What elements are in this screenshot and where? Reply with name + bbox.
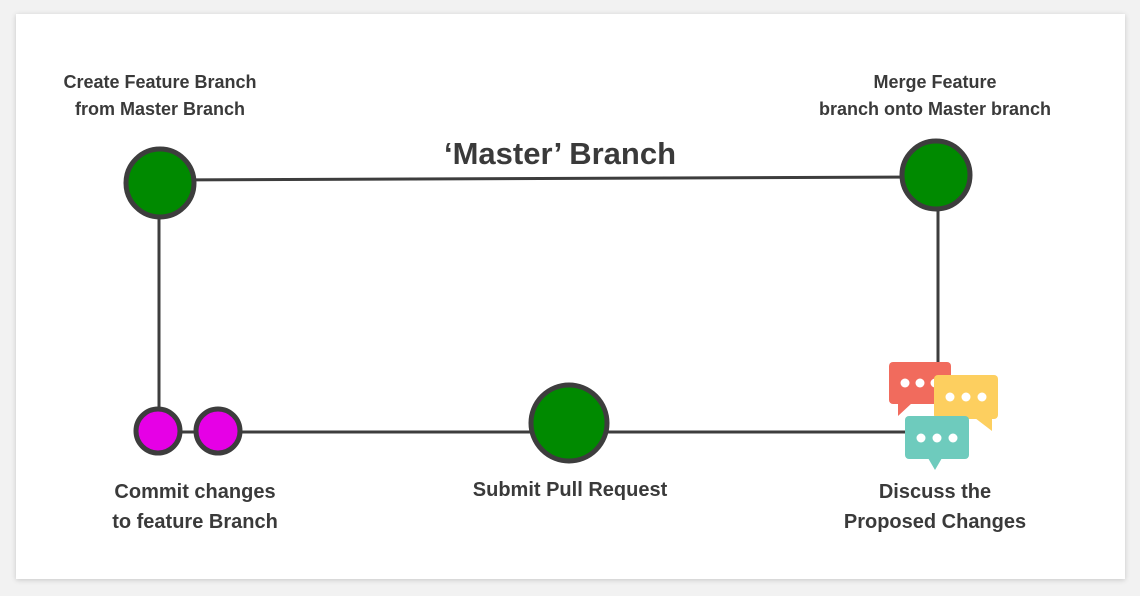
master-branch-title: ‘Master’ Branch [443, 136, 676, 171]
submit-label: Submit Pull Request [430, 475, 710, 505]
commit-node-1 [133, 406, 183, 456]
chat-bubbles-icon [889, 362, 998, 470]
chat-bubble-yellow-icon [934, 375, 998, 431]
discuss-label: Discuss the Proposed Changes [815, 477, 1055, 537]
create-branch-label-line-1: Create Feature Branch [63, 72, 257, 92]
commit-node-2 [193, 406, 243, 456]
merge-node [899, 138, 973, 212]
merge-label: Merge Feature branch onto Master branch [785, 69, 1085, 123]
diagram-card [16, 14, 1125, 579]
chat-bubble-teal-icon [905, 416, 969, 470]
submit-label-line-1: Submit Pull Request [472, 479, 668, 501]
create-branch-node [123, 146, 197, 220]
commit-label-line-2: to feature Branch [112, 511, 278, 533]
master-branch-line [159, 175, 937, 182]
commit-label-line-1: Commit changes [114, 481, 276, 503]
submit-pull-request-node [528, 382, 610, 464]
merge-label-line-1: Merge Feature [873, 72, 997, 92]
discuss-label-line-1: Discuss the [878, 481, 992, 503]
create-branch-label: Create Feature Branch from Master Branch [35, 69, 285, 123]
create-branch-label-line-2: from Master Branch [74, 99, 246, 119]
commit-label: Commit changes to feature Branch [70, 477, 320, 537]
merge-label-line-2: branch onto Master branch [818, 99, 1052, 119]
discuss-label-line-2: Proposed Changes [843, 511, 1027, 533]
